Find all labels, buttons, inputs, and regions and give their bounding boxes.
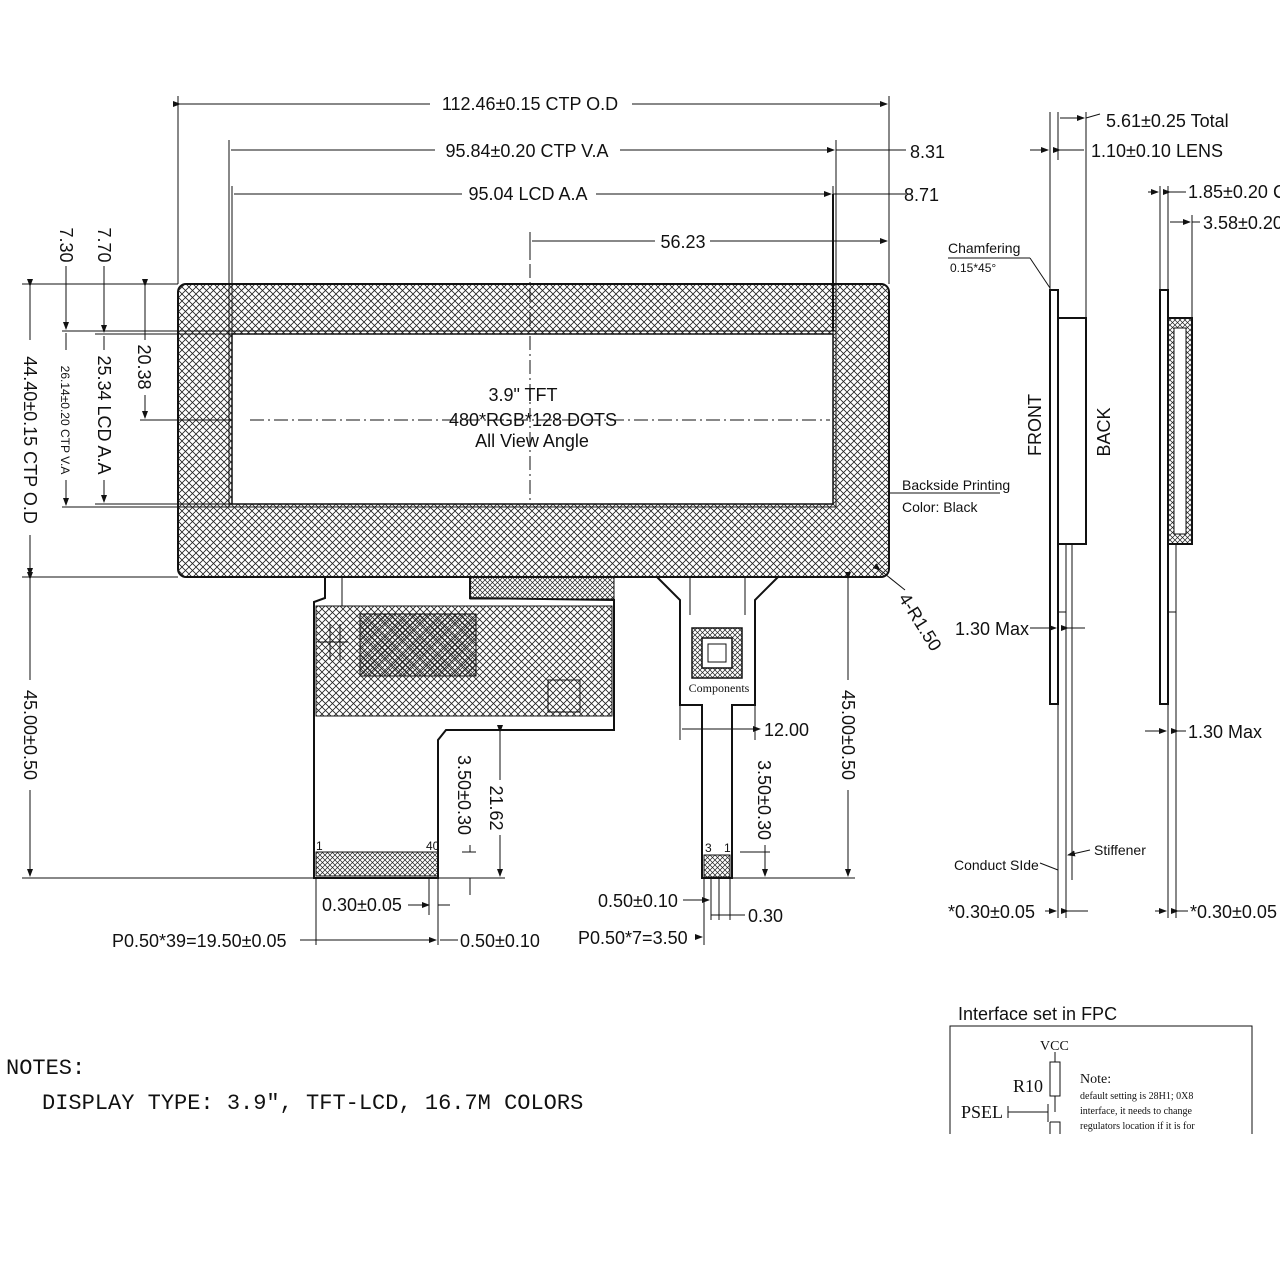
dim-1-30-max-a: 1.30 Max	[955, 619, 1029, 639]
dim-pitch-right-p: 0.50±0.10	[598, 891, 678, 911]
dim-1-30-max-b: 1.30 Max	[1188, 722, 1262, 742]
dim-pitch-right-w: 0.30	[748, 906, 783, 926]
interface-title: Interface set in FPC	[958, 1004, 1117, 1024]
dim-stiff-right: 3.50±0.30	[754, 760, 774, 840]
active-area	[231, 333, 834, 505]
top-dimensions	[173, 96, 906, 334]
side-view-front	[948, 112, 1101, 918]
notes-heading: NOTES:	[6, 1056, 85, 1081]
dim-8-71: 8.71	[904, 185, 939, 205]
dim-total-thickness: 5.61±0.25 Total	[1106, 111, 1229, 131]
fpc-secondary	[656, 576, 779, 879]
dim-7-70: 7.70	[94, 227, 114, 262]
dim-20-38: 20.38	[134, 344, 154, 389]
interface-vcc: VCC	[1040, 1039, 1069, 1054]
notes-line1: DISPLAY TYPE: 3.9", TFT-LCD, 16.7M COLOR…	[42, 1091, 583, 1116]
dim-56-23: 56.23	[660, 232, 705, 252]
dim-side2-a: 1.85±0.20 C	[1188, 182, 1280, 202]
dim-lcd-aa-height: 25.34 LCD A.A	[94, 355, 114, 474]
interface-box	[949, 1025, 1253, 1134]
side-view-back	[1145, 186, 1200, 918]
fpc-dimensions	[22, 572, 855, 945]
dim-side-thk-b: *0.30±0.05	[1190, 902, 1277, 922]
pin-3-right: 3	[705, 841, 712, 855]
chamfer-line1: Chamfering	[948, 240, 1020, 256]
panel-outline	[177, 240, 890, 578]
pin-1-right: 1	[724, 841, 731, 855]
dim-lcd-aa-width: 95.04 LCD A.A	[468, 184, 587, 204]
pin-40-left: 40	[426, 839, 440, 853]
dim-pitch-left-total: P0.50*39=19.50±0.05	[112, 931, 287, 951]
display-line3: All View Angle	[475, 431, 589, 451]
dim-fpc-total-left: 45.00±0.50	[20, 690, 40, 780]
components-label: Components	[689, 681, 750, 695]
dim-12-00: 12.00	[764, 720, 809, 740]
interface-r10: R10	[1013, 1076, 1043, 1096]
backside-line2: Color: Black	[902, 499, 978, 515]
dim-stiff-left: 3.50±0.30	[454, 755, 474, 835]
dim-pitch-left-w: 0.30±0.05	[322, 895, 402, 915]
backside-line1: Backside Printing	[902, 477, 1010, 493]
dim-ctp-va-width: 95.84±0.20 CTP V.A	[446, 141, 609, 161]
left-dimensions	[22, 266, 232, 578]
pin-1-left: 1	[316, 839, 323, 853]
interface-note-title: Note:	[1080, 1072, 1111, 1087]
dim-lens-thickness: 1.10±0.10 LENS	[1091, 141, 1223, 161]
dim-ctp-od-height: 44.40±0.15 CTP O.D	[20, 356, 40, 524]
label-front: FRONT	[1025, 394, 1045, 456]
dim-corner-radius: 4-R1.50	[895, 590, 946, 655]
interface-psel: PSEL	[961, 1102, 1003, 1122]
dim-pitch-right-total: P0.50*7=3.50	[578, 928, 688, 948]
interface-note-l1: default setting is 28H1; 0X8	[1080, 1091, 1193, 1102]
dim-side-thk-a: *0.30±0.05	[948, 902, 1035, 922]
dim-ctp-va-height: 26.14±0.20 CTP V.A	[58, 366, 72, 475]
dim-fpc-total-right: 45.00±0.50	[838, 690, 858, 780]
dim-7-30: 7.30	[56, 227, 76, 262]
dim-pitch-left-p: 0.50±0.10	[460, 931, 540, 951]
dim-ctp-od-width: 112.46±0.15 CTP O.D	[442, 94, 618, 114]
label-conduct-side: Conduct SIde	[954, 857, 1039, 873]
interface-note-l3: regulators location if it is for	[1080, 1121, 1195, 1132]
label-stiffener: Stiffener	[1094, 842, 1146, 858]
display-line1: 3.9" TFT	[488, 385, 557, 405]
dim-8-31: 8.31	[910, 142, 945, 162]
fpc-main	[313, 576, 615, 879]
display-line2: 480*RGB*128 DOTS	[449, 410, 617, 430]
chamfer-line2: 0.15*45°	[950, 261, 996, 275]
interface-note-l2: interface, it needs to change	[1080, 1106, 1192, 1117]
label-back: BACK	[1094, 407, 1114, 456]
dim-21-62: 21.62	[486, 785, 506, 830]
dim-side2-b: 3.58±0.20	[1203, 213, 1280, 233]
